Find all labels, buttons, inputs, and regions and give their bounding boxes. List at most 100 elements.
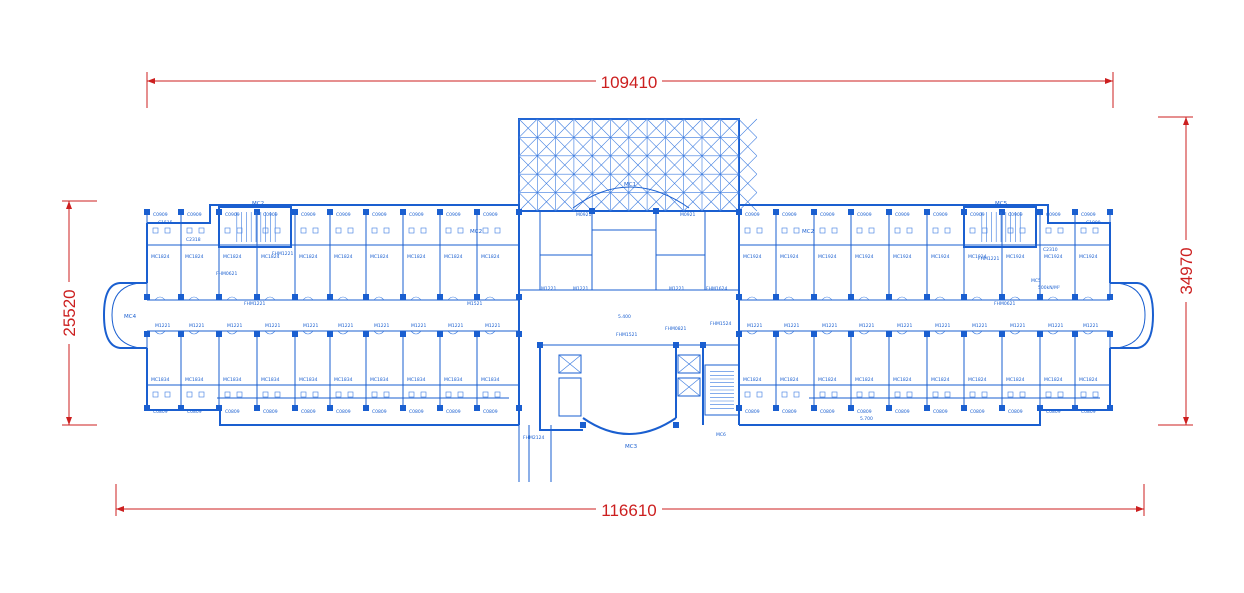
label-c0909-r: C0909 xyxy=(745,212,760,218)
label-mc1824: MC1824 xyxy=(481,254,500,260)
label-m1221: M1221 xyxy=(155,323,170,329)
label-c0909: C0909 xyxy=(483,212,498,218)
dimension-bottom: 116610 xyxy=(115,484,1145,520)
stair-right: MC5 xyxy=(963,201,1037,248)
label-m1221-r: M1221 xyxy=(1010,323,1025,329)
label-mc1824-r: MC1824 xyxy=(818,377,837,383)
label-c2318: C2318 xyxy=(186,237,201,243)
label-mc1834: MC1834 xyxy=(407,377,426,383)
label-c0809-r: C0809 xyxy=(1046,409,1061,415)
stair-center: MC6 xyxy=(704,364,740,438)
label-m1221: M1221 xyxy=(189,323,204,329)
label-c1809: C1809 xyxy=(1086,220,1101,226)
label-mc1824-r: MC1824 xyxy=(780,377,799,383)
label-mc1834: MC1834 xyxy=(334,377,353,383)
elevators xyxy=(558,354,701,417)
label-m1221-r: M1221 xyxy=(822,323,837,329)
room-partitions xyxy=(146,210,1111,410)
corridor: 5.400 5.700 xyxy=(147,289,1110,422)
label-mc1824-r: MC1824 xyxy=(893,377,912,383)
label-mc1824: MC1824 xyxy=(370,254,389,260)
label-mc1924: MC1924 xyxy=(968,254,987,260)
label-c0809: C0809 xyxy=(409,409,424,415)
label-c0909-r: C0909 xyxy=(820,212,835,218)
label-mc1824-r: MC1824 xyxy=(743,377,762,383)
label-mc1824-r: MC1824 xyxy=(1079,377,1098,383)
label-c0809: C0809 xyxy=(153,409,168,415)
label-mc1834: MC1834 xyxy=(261,377,280,383)
label-c0909-r: C0909 xyxy=(857,212,872,218)
dimension-left-value: 25520 xyxy=(60,289,79,336)
label-mc1824: MC1824 xyxy=(334,254,353,260)
label-m0921-a: M0921 xyxy=(576,212,591,218)
label-mc5-right: MC5 xyxy=(1031,278,1041,284)
label-c0909-r: C0909 xyxy=(1008,212,1023,218)
label-m1221: M1221 xyxy=(227,323,242,329)
label-c0809: C0809 xyxy=(187,409,202,415)
label-c0809-r: C0809 xyxy=(820,409,835,415)
label-mc1834: MC1834 xyxy=(151,377,170,383)
label-mc1824-r: MC1824 xyxy=(1044,377,1063,383)
label-load: 500kN/M² xyxy=(1038,285,1060,291)
label-fhm1624: FHM1624 xyxy=(706,286,727,292)
label-c0909: C0909 xyxy=(187,212,202,218)
label-c0809-r: C0809 xyxy=(895,409,910,415)
label-fhm1221-a: FHM1221 xyxy=(272,251,293,257)
label-c0909: C0909 xyxy=(225,212,240,218)
label-fhm0621-b: FHM0621 xyxy=(994,301,1015,307)
label-mc1824: MC1824 xyxy=(407,254,426,260)
label-c0809-r: C0809 xyxy=(933,409,948,415)
label-mc1824: MC1824 xyxy=(223,254,242,260)
level-mark-2: 5.700 xyxy=(860,416,873,422)
label-c0809-r: C0809 xyxy=(970,409,985,415)
label-m1221-r: M1221 xyxy=(747,323,762,329)
label-mc1824: MC1824 xyxy=(444,254,463,260)
label-mc1924: MC1924 xyxy=(931,254,950,260)
label-fhm0621: FHM0621 xyxy=(216,271,237,277)
label-c0809-r: C0809 xyxy=(745,409,760,415)
label-mc1824: MC1824 xyxy=(299,254,318,260)
label-c0809: C0809 xyxy=(301,409,316,415)
label-fhm1524: FHM1524 xyxy=(710,321,731,327)
label-m1221-b: M1221 xyxy=(573,286,588,292)
label-mc1834: MC1834 xyxy=(185,377,204,383)
dimension-top: 109410 xyxy=(146,71,1114,108)
stair-left: MC2 xyxy=(218,201,292,248)
label-mc5: MC5 xyxy=(995,201,1008,207)
label-c0809: C0809 xyxy=(263,409,278,415)
label-mc1824-r: MC1824 xyxy=(931,377,950,383)
label-m1521: M1521 xyxy=(467,301,482,307)
label-mc1834: MC1834 xyxy=(299,377,318,383)
label-m1221-a: M1221 xyxy=(541,286,556,292)
label-fhm1221-c: FHM1221 xyxy=(978,256,999,262)
label-mc1924: MC1924 xyxy=(1079,254,1098,260)
label-c0809-r: C0809 xyxy=(782,409,797,415)
label-mc1824: MC1824 xyxy=(185,254,204,260)
label-c0909-r: C0909 xyxy=(895,212,910,218)
label-mc1: MC1 xyxy=(624,182,636,188)
label-mc4: MC4 xyxy=(124,314,137,320)
label-c0809: C0809 xyxy=(225,409,240,415)
label-m1221-c: M1221 xyxy=(669,286,684,292)
label-c0809: C0809 xyxy=(336,409,351,415)
label-mc2-left: MC2 xyxy=(252,201,264,207)
entrance-canopy-grid: MC1 xyxy=(518,118,758,212)
label-mc1834: MC1834 xyxy=(223,377,242,383)
label-m1221: M1221 xyxy=(374,323,389,329)
label-mc1834: MC1834 xyxy=(370,377,389,383)
label-m1221: M1221 xyxy=(411,323,426,329)
label-mc6: MC6 xyxy=(716,432,726,438)
label-mc1924: MC1924 xyxy=(1006,254,1025,260)
label-c0909-r: C0909 xyxy=(1081,212,1096,218)
label-c2310: C2310 xyxy=(1043,247,1058,253)
label-mc1924: MC1924 xyxy=(780,254,799,260)
label-c0909: C0909 xyxy=(336,212,351,218)
label-m1221-r: M1221 xyxy=(1048,323,1063,329)
dimension-top-value: 109410 xyxy=(601,73,658,92)
label-mc1834: MC1834 xyxy=(481,377,500,383)
label-c0909: C0909 xyxy=(372,212,387,218)
label-m1221: M1221 xyxy=(303,323,318,329)
label-c0809: C0809 xyxy=(446,409,461,415)
dimension-right-value: 34970 xyxy=(1177,247,1196,294)
